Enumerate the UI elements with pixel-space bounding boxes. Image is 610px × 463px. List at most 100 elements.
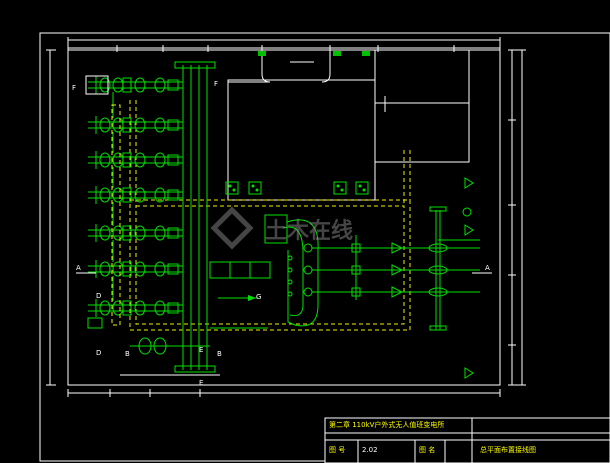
breaker-symbol xyxy=(134,261,146,277)
arrester-symbol xyxy=(391,242,404,254)
junction-box-dot xyxy=(255,188,259,192)
station-transformer xyxy=(87,317,103,329)
breaker-symbol xyxy=(99,77,111,93)
junction-box-frame xyxy=(225,181,239,195)
disconnector-symbol xyxy=(122,117,132,133)
figure-name-label: 图 名 xyxy=(419,445,435,454)
switch-symbol xyxy=(167,119,179,131)
breaker-symbol xyxy=(134,300,146,316)
watermark: 土木在线 xyxy=(210,206,353,250)
section-label-e-top: E xyxy=(199,346,203,354)
junction-box-frame xyxy=(333,181,347,195)
chapter-title: 第二章 110kV户外式无人值班变电所 xyxy=(329,420,444,429)
feeder-bay xyxy=(88,260,183,278)
section-label-a-left: A xyxy=(76,264,81,272)
switch-symbol xyxy=(167,263,179,275)
door-marker xyxy=(362,51,370,56)
disconnector-symbol xyxy=(122,187,132,203)
junction-box-dot xyxy=(228,184,232,188)
section-label-d-bottom: D xyxy=(96,349,101,357)
switch-symbol xyxy=(167,227,179,239)
outgoing-lines xyxy=(312,235,480,300)
top-dimension-chain xyxy=(67,37,501,52)
junction-box-dot xyxy=(362,188,366,192)
breaker-symbol xyxy=(99,187,111,203)
switch-symbol xyxy=(167,189,179,201)
bottom-dimension-chain xyxy=(67,374,501,397)
terminal-box xyxy=(85,75,109,95)
disconnector-symbol xyxy=(122,225,132,241)
junction-box xyxy=(355,181,369,195)
junction-box-frame xyxy=(355,181,369,195)
title-block: 第二章 110kV户外式无人值班变电所 图 号 2.02 图 名 总平面布置接线… xyxy=(324,417,610,463)
section-label-d-top: D xyxy=(96,292,101,300)
junction-box-dot xyxy=(251,184,255,188)
left-dimension-chain xyxy=(46,49,56,386)
breaker-symbol xyxy=(134,77,146,93)
figure-no-value: 2.02 xyxy=(362,446,378,454)
section-label-e-bottom: E xyxy=(199,379,203,387)
disconnector-symbol xyxy=(122,77,132,93)
junction-box-dot xyxy=(336,184,340,188)
section-label-a-right: A xyxy=(485,264,490,272)
junction-box xyxy=(248,181,262,195)
cable-trench xyxy=(129,100,411,331)
breaker-symbol xyxy=(154,152,166,168)
breaker-symbol xyxy=(134,187,146,203)
figure-no-label: 图 号 xyxy=(329,446,345,454)
breaker-symbol xyxy=(134,225,146,241)
feeder-bay xyxy=(88,116,183,134)
breaker-symbol xyxy=(99,152,111,168)
section-label-f-left: F xyxy=(72,84,76,92)
section-label-b-left: B xyxy=(125,350,130,358)
feeder-bay xyxy=(88,186,183,204)
feeder-bay xyxy=(88,151,183,169)
switch-symbol xyxy=(167,79,179,91)
substation-wall xyxy=(67,49,501,386)
breaker-symbol xyxy=(134,152,146,168)
disconnector-symbol xyxy=(122,152,132,168)
switch-symbol xyxy=(167,154,179,166)
switch-symbol xyxy=(167,302,179,314)
right-dimension-chain xyxy=(508,49,526,386)
watermark-text: 土木在线 xyxy=(265,218,353,244)
cable-duct xyxy=(111,104,121,326)
door-marker xyxy=(258,51,266,56)
busbars xyxy=(174,61,216,373)
transformer-area xyxy=(209,214,319,329)
junction-box-dot xyxy=(232,188,236,192)
feeder-bay xyxy=(88,299,183,317)
breaker-symbol xyxy=(99,225,111,241)
figure-name-value: 总平面布置接线图 xyxy=(480,445,536,454)
feeder-bay xyxy=(88,224,183,242)
junction-box xyxy=(225,181,239,195)
breaker-symbol xyxy=(154,300,166,316)
junction-box-dot xyxy=(358,184,362,188)
breaker-symbol xyxy=(99,117,111,133)
junction-boxes xyxy=(225,181,369,195)
breaker-symbol xyxy=(99,300,111,316)
breaker-symbol xyxy=(99,261,111,277)
outgoing-line xyxy=(312,264,480,276)
section-label-b-right: B xyxy=(217,350,222,358)
right-gantry xyxy=(429,177,474,379)
breaker-symbol xyxy=(154,117,166,133)
arrester-symbol xyxy=(391,286,404,298)
ct-symbol xyxy=(428,265,448,275)
door-marker xyxy=(333,51,341,56)
breaker-symbol xyxy=(154,187,166,203)
junction-box-dot xyxy=(340,188,344,192)
outgoing-line xyxy=(312,286,480,298)
section-label-f-right: F xyxy=(214,80,218,88)
annex-building xyxy=(374,49,470,163)
ct-symbol xyxy=(428,287,448,297)
junction-box xyxy=(333,181,347,195)
disconnector-symbol xyxy=(122,261,132,277)
feeder-bay xyxy=(88,76,183,94)
ct-symbol xyxy=(428,243,448,253)
junction-box-frame xyxy=(248,181,262,195)
breaker-symbol xyxy=(134,117,146,133)
section-label-g: G xyxy=(256,293,261,301)
